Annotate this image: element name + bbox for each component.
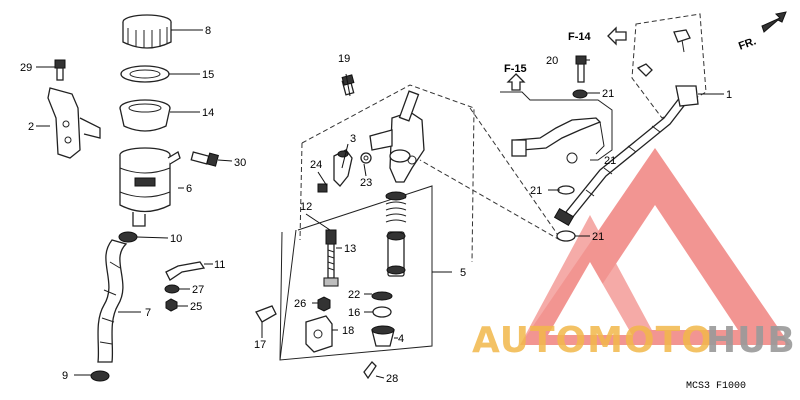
callout-23: 23 [360,177,372,189]
joint-pin [255,305,277,323]
piston-spring [385,191,407,223]
callout-21c: 21 [530,185,542,197]
callout-19: 19 [338,53,350,65]
front-direction-arrow-icon [761,11,787,33]
callout-29: 29 [20,62,32,74]
push-rod-joint [305,315,333,353]
callout-9: 9 [62,370,68,382]
reservoir-cap [122,14,172,49]
sealing-washer-2 [557,185,575,195]
callout-13: 13 [344,243,356,255]
callout-21d: 21 [592,231,604,243]
piston [386,231,406,277]
boot-16 [372,306,392,318]
watermark-text-secondary: HUB [706,320,796,361]
callout-3: 3 [350,133,356,145]
bolt-29 [54,59,66,81]
callout-27: 27 [192,284,204,296]
callout-6: 6 [186,183,192,195]
callout-7: 7 [145,307,151,319]
callout-21b: 21 [604,155,616,167]
sealing-washer-1 [572,89,588,99]
nut-25 [165,298,178,312]
callout-8: 8 [205,25,211,37]
callout-2: 2 [28,121,34,133]
callout-5: 5 [460,267,466,279]
master-cylinder-outline [279,84,475,361]
watermark-text: AUTOMOTO HUB [472,320,796,361]
callout-16: 16 [348,307,360,319]
ref-label-f15: F-15 [504,63,527,75]
callout-30: 30 [234,157,246,169]
push-rod [323,229,339,287]
sealing-washer-3 [556,230,576,242]
hose-retainer [165,261,206,281]
o-ring-23 [360,152,372,164]
f15-reference-hose [500,91,613,164]
callout-26: 26 [294,298,306,310]
ref-label-f14: F-14 [568,31,592,43]
hose-clip-lower [90,370,110,382]
callout-22: 22 [348,289,360,301]
bolt-30 [190,151,219,167]
diagram-code: MCS3 F1000 [686,381,746,392]
hose-clip-upper [118,231,138,243]
diaphragm-plate [120,65,170,83]
cotter-pin [363,361,377,380]
callout-25: 25 [190,301,202,313]
leader-lines [36,29,724,379]
callout-14: 14 [202,107,214,119]
reservoir-hose [97,239,128,363]
watermark-text-primary: AUTOMOTO [472,320,713,361]
callout-21a: 21 [602,88,614,100]
callout-20: 20 [546,55,558,67]
callout-11: 11 [214,259,225,271]
callout-18: 18 [342,325,354,337]
piston-boot [371,325,395,347]
callout-15: 15 [202,69,214,81]
f15-arrow-icon [506,73,526,91]
callout-numbers: 1 2 3 4 5 6 7 8 9 10 11 12 13 14 15 16 1… [20,25,758,392]
diaphragm [119,99,171,132]
callout-28: 28 [386,373,398,385]
brake-hose [553,85,699,227]
nut-26 [317,296,331,312]
callout-17: 17 [254,339,266,351]
washer-27 [164,284,180,294]
reservoir-bracket [47,87,101,159]
hose-joint [333,149,353,187]
f14-arrow-icon [607,26,627,46]
callout-1: 1 [726,89,732,101]
callout-12: 12 [300,201,312,213]
circlip-22 [371,291,393,301]
callout-10: 10 [170,233,182,245]
reservoir-tank [119,147,181,227]
master-cylinder-body [369,90,425,183]
watermark-logo-icon [520,148,790,345]
screw-24 [317,183,328,193]
f14-reference-fitting [636,29,691,77]
callout-4: 4 [398,333,404,345]
front-direction-label: FR. [737,35,758,52]
callout-24: 24 [310,159,322,171]
bolt-20 [575,55,587,83]
